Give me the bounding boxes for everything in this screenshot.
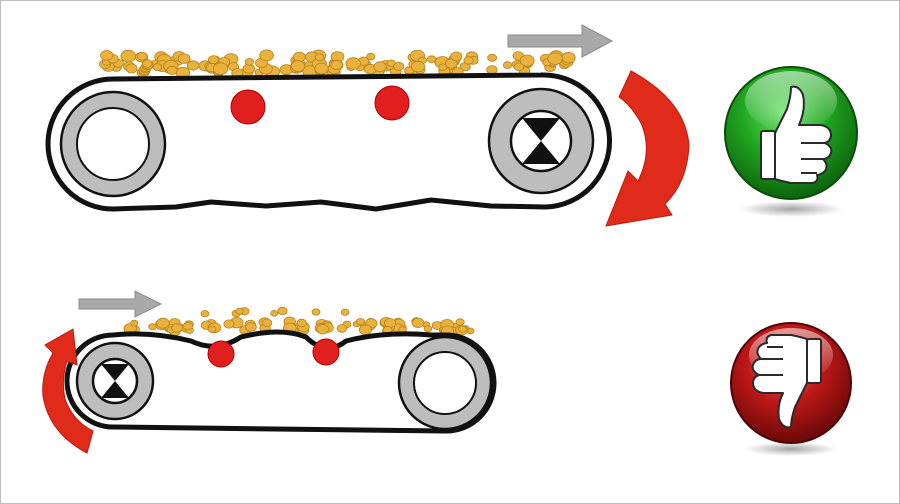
material-granule — [292, 51, 306, 63]
material-granule — [450, 51, 463, 62]
material-granule — [277, 306, 288, 315]
material-granule — [156, 317, 170, 329]
material-granule — [270, 309, 279, 317]
rotation-arrow-top — [605, 70, 690, 227]
material-granule — [314, 62, 329, 75]
idler-roller-bottom-2 — [312, 338, 340, 366]
material-granule — [366, 52, 376, 61]
material-granule — [336, 324, 348, 333]
material-granule — [290, 60, 306, 72]
material-granule — [261, 318, 273, 327]
rotation-arrow-bottom — [42, 328, 94, 454]
material-granule — [487, 53, 498, 62]
material-granule — [423, 325, 433, 333]
material-granule — [125, 63, 138, 74]
pulley-left-top — [59, 90, 167, 198]
material-granule — [393, 61, 405, 71]
material-granule — [358, 324, 372, 336]
material-granule — [182, 321, 193, 331]
material-granule — [561, 52, 576, 64]
material-granule — [186, 60, 200, 71]
material-granule — [455, 318, 465, 326]
material-granule — [373, 61, 387, 73]
verdict-badge-bottom — [730, 322, 852, 456]
material-granule — [166, 65, 178, 75]
idler-roller-bottom-1 — [207, 340, 235, 368]
material-pile-bottom — [123, 306, 475, 336]
material-granule — [130, 319, 139, 327]
material-granule — [513, 62, 525, 72]
drive-pulley-left-bottom — [75, 341, 155, 421]
material-pile-top — [99, 49, 576, 79]
material-granule — [148, 323, 157, 331]
panel-bottom — [42, 290, 852, 456]
material-granule — [457, 325, 467, 333]
material-granule — [547, 52, 563, 65]
material-granule — [141, 59, 153, 68]
material-granule — [355, 318, 365, 326]
material-granule — [100, 50, 114, 61]
material-granule — [330, 59, 343, 71]
material-granule — [207, 325, 217, 333]
material-granule — [314, 53, 325, 62]
panel-top — [45, 24, 858, 227]
material-granule — [152, 63, 163, 71]
material-granule — [519, 54, 535, 67]
verdict-badge-top — [724, 66, 858, 217]
material-granule — [259, 49, 274, 62]
material-granule — [411, 60, 426, 73]
material-granule — [212, 62, 229, 75]
material-granule — [426, 55, 437, 63]
drive-pulley-right-top — [487, 87, 595, 195]
material-granule — [486, 65, 498, 75]
material-granule — [200, 310, 210, 318]
material-granule — [244, 58, 254, 66]
motion-arrow-bottom — [78, 290, 163, 318]
material-granule — [171, 323, 183, 333]
thumbs-up-icon — [760, 85, 833, 184]
material-granule — [120, 49, 137, 63]
belt-bottom — [64, 329, 497, 434]
material-granule — [411, 317, 425, 328]
material-granule — [502, 61, 513, 69]
belt-top — [45, 72, 613, 212]
material-granule — [177, 53, 191, 64]
motion-arrow-top — [507, 24, 614, 58]
material-granule — [223, 319, 235, 329]
material-granule — [244, 322, 257, 332]
material-granule — [340, 308, 350, 316]
material-granule — [384, 318, 397, 328]
idler-roller-top-2 — [374, 85, 410, 121]
material-granule — [438, 63, 448, 71]
material-granule — [235, 307, 244, 315]
idler-roller-top-1 — [230, 89, 266, 125]
material-granule — [316, 324, 330, 335]
material-granule — [345, 57, 361, 70]
material-granule — [311, 308, 321, 316]
material-granule — [463, 56, 474, 65]
material-granule — [296, 318, 307, 328]
thumbs-down-icon — [751, 334, 822, 429]
material-granule — [136, 51, 148, 61]
pulley-right-bottom — [397, 335, 493, 431]
